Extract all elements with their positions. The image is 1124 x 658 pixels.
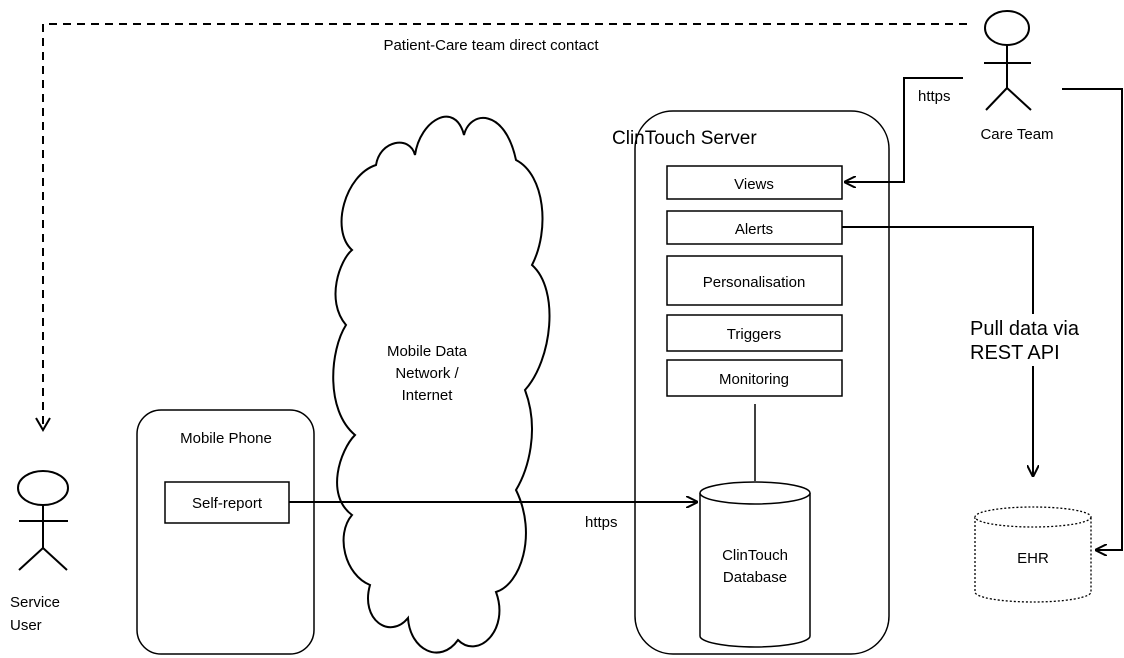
mobile-phone-title: Mobile Phone	[180, 430, 272, 447]
monitoring-module-label: Monitoring	[719, 371, 789, 388]
care-team-views-arrow	[845, 77, 963, 182]
pull-data-label-line1: Pull data via	[970, 318, 1080, 340]
network-cloud	[332, 115, 551, 654]
personalisation-module-label: Personalisation	[703, 274, 806, 291]
personalisation-module-box	[666, 255, 843, 306]
service-user-label: Service	[10, 594, 60, 611]
network-label-line3: Internet	[402, 387, 454, 404]
monitoring-module-box	[666, 359, 843, 397]
care-team-https-label: https	[918, 88, 951, 105]
phone-https-label: https	[585, 514, 618, 531]
ehr-cylinder	[974, 506, 1092, 603]
alerts-module-label: Alerts	[735, 221, 773, 238]
care-team-label: Care Team	[980, 126, 1053, 143]
database-label-line2: Database	[723, 569, 787, 586]
triggers-module-box	[666, 314, 843, 352]
direct-contact-line	[42, 23, 967, 425]
service-user-label-line2: User	[10, 617, 42, 634]
pull-data-label-line2: REST API	[970, 342, 1060, 364]
views-module-label: Views	[734, 176, 774, 193]
database-label-line1: ClinTouch	[722, 547, 788, 564]
pull-data-label-bg	[966, 314, 1096, 366]
triggers-module-label: Triggers	[727, 326, 781, 343]
clintouch-database-cylinder	[699, 481, 811, 648]
network-label-line1: Mobile Data	[387, 343, 468, 360]
ehr-label: EHR	[1017, 550, 1049, 567]
service-user-actor-icon	[17, 470, 69, 571]
care-team-ehr-arrow	[1062, 88, 1123, 550]
self-report-label: Self-report	[192, 495, 263, 512]
care-team-actor-icon	[984, 10, 1032, 111]
direct-contact-arrowhead	[35, 417, 51, 432]
network-label-line2: Network /	[395, 365, 459, 382]
views-module-box	[666, 165, 843, 200]
direct-contact-label: Patient-Care team direct contact	[383, 37, 599, 54]
alerts-ehr-pull-arrow	[842, 226, 1033, 476]
server-title: ClinTouch Server	[612, 128, 757, 149]
mobile-phone-container	[136, 409, 315, 655]
alerts-module-box	[666, 210, 843, 245]
